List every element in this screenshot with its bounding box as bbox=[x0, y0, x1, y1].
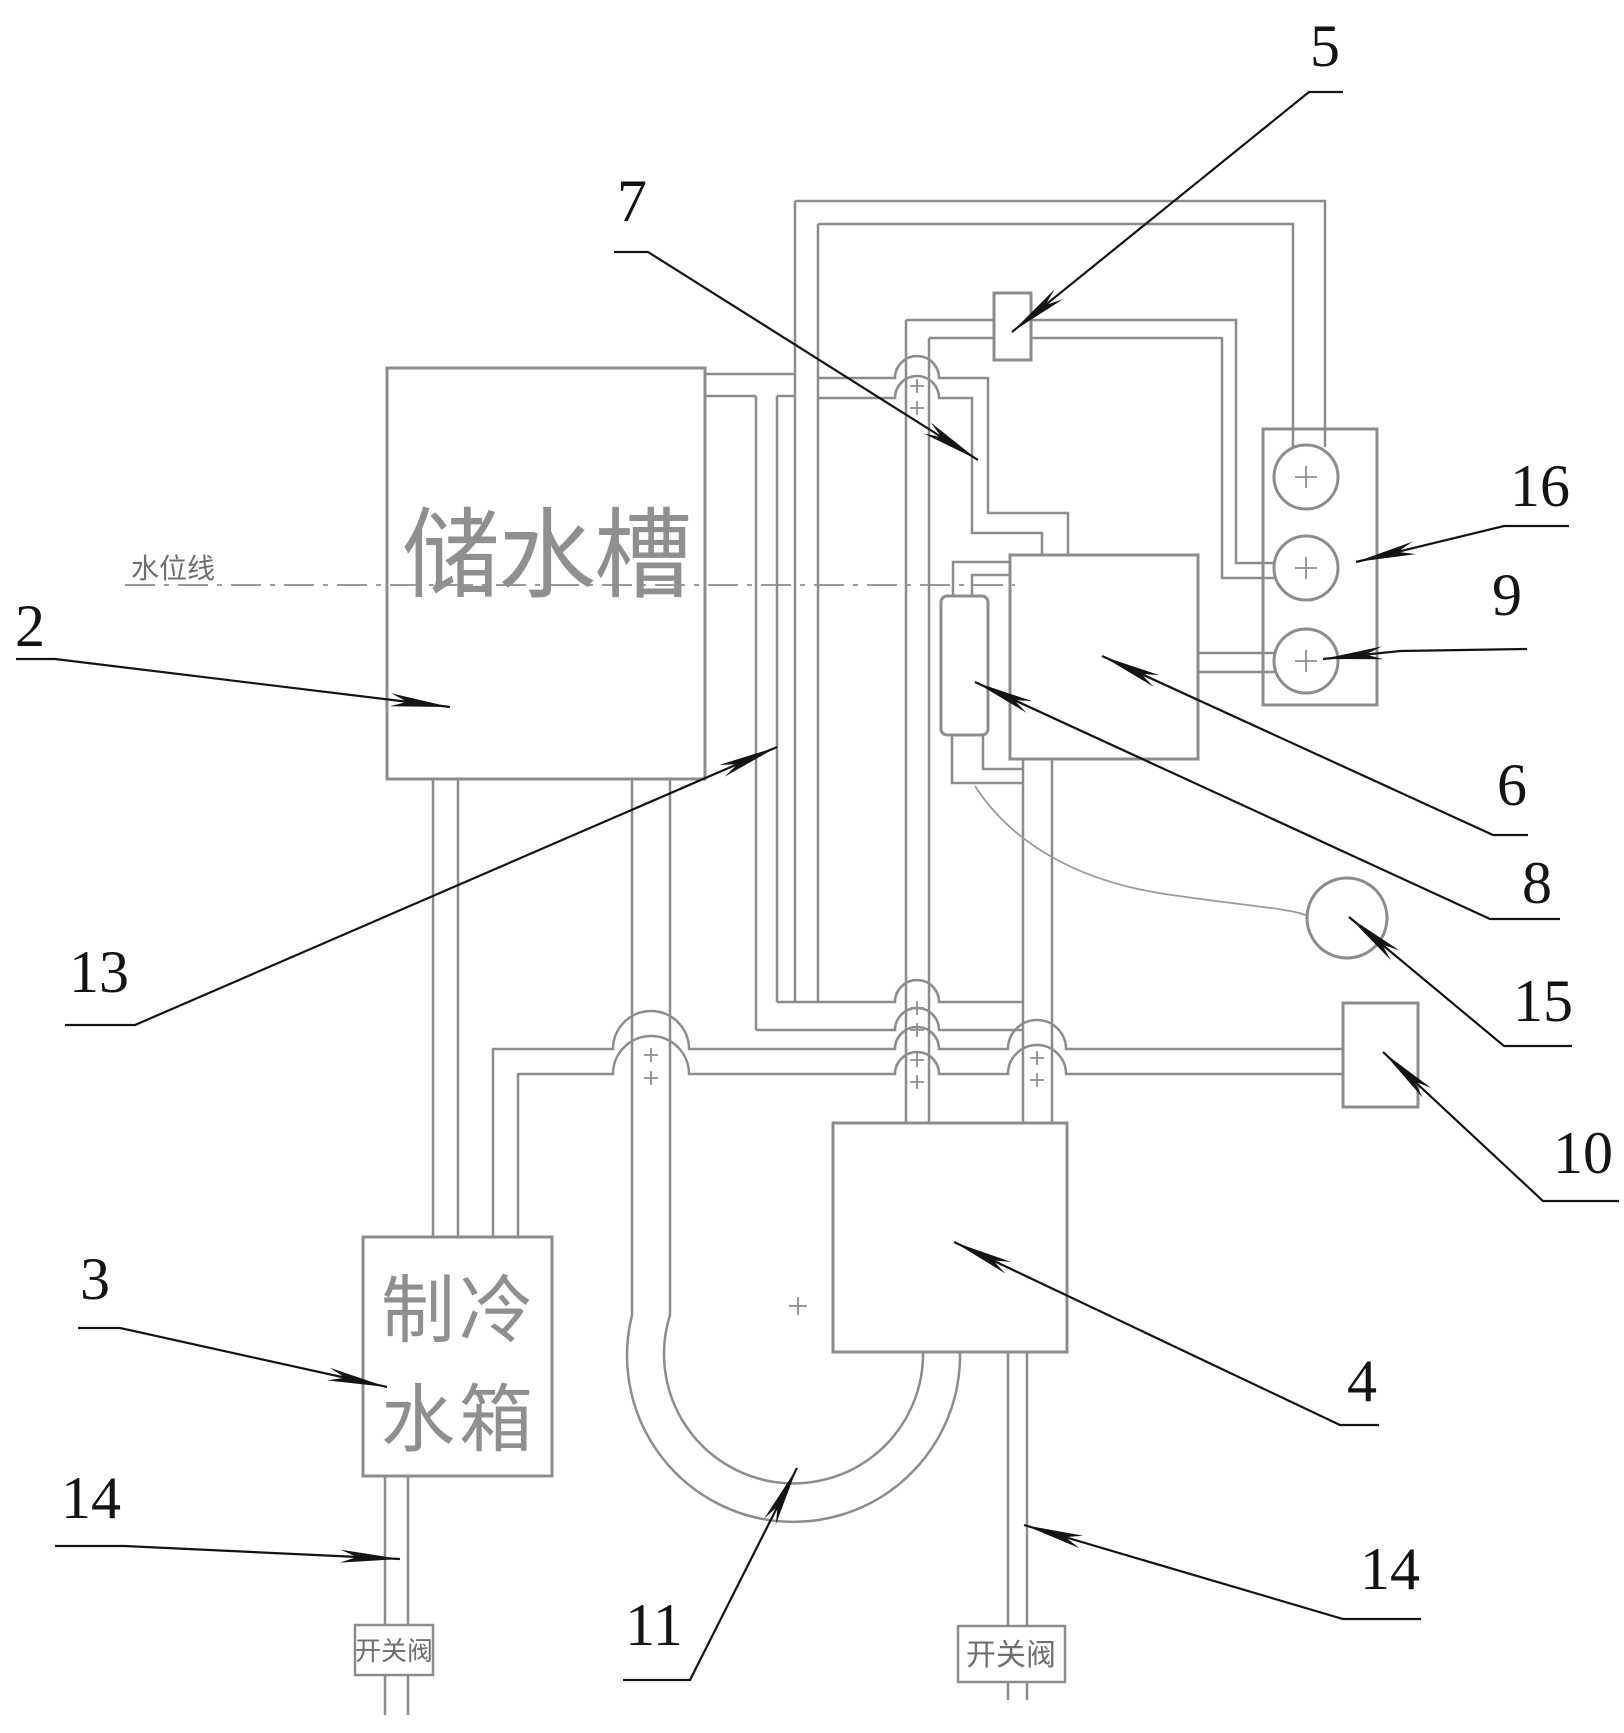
pipe-a-top bbox=[777, 978, 1023, 1004]
plus-marker-icon bbox=[1030, 1051, 1044, 1065]
pipe-8-bottom-outer bbox=[950, 735, 1023, 785]
leader-9 bbox=[1322, 646, 1528, 661]
plus-marker-icon bbox=[910, 1053, 924, 1067]
callout-10: 10 bbox=[1553, 1120, 1613, 1186]
leader-2 bbox=[16, 657, 451, 709]
valve-left-label: 开关阀 bbox=[355, 1637, 433, 1667]
leader-13 bbox=[65, 745, 778, 1027]
plus-marker-icon bbox=[1295, 557, 1317, 579]
inline-component-8 bbox=[939, 594, 990, 737]
plus-marker-icon bbox=[644, 1071, 658, 1085]
callout-leaders bbox=[16, 90, 1619, 1682]
callout-14-left: 14 bbox=[61, 1465, 121, 1531]
callout-9: 9 bbox=[1492, 562, 1522, 628]
callout-numbers: 2 7 5 16 9 6 8 15 10 4 13 3 14 11 14 bbox=[15, 13, 1613, 1658]
cooling-tank-label-line2: 水箱 bbox=[381, 1377, 537, 1463]
leader-10 bbox=[1382, 1051, 1619, 1203]
plus-marker-icon bbox=[1295, 650, 1317, 672]
leader-11 bbox=[623, 1467, 798, 1682]
cooling-tank-box bbox=[361, 1235, 554, 1478]
callout-5: 5 bbox=[1310, 13, 1340, 79]
leader-15 bbox=[1348, 916, 1572, 1048]
component-boxes bbox=[361, 366, 1420, 1478]
leader-14-left bbox=[55, 1544, 401, 1563]
leader-16 bbox=[1355, 524, 1569, 564]
callout-16: 16 bbox=[1510, 453, 1570, 519]
valve-right-label: 开关阀 bbox=[966, 1638, 1056, 1673]
callout-15: 15 bbox=[1513, 968, 1573, 1034]
callout-13: 13 bbox=[69, 939, 129, 1005]
storage-tank-label: 储水槽 bbox=[402, 499, 690, 613]
pipe-8-top-inner bbox=[970, 573, 1010, 596]
inline-components bbox=[353, 291, 1389, 1684]
pipe-top-loop-outer bbox=[795, 199, 1327, 447]
callout-6: 6 bbox=[1497, 752, 1527, 818]
callout-7: 7 bbox=[617, 168, 647, 234]
arc-center-marker-icon bbox=[789, 1297, 807, 1315]
component-circle-15 bbox=[1305, 876, 1389, 960]
callout-8: 8 bbox=[1522, 850, 1552, 916]
plus-marker-icon bbox=[910, 1001, 924, 1015]
port-circles-box-16 bbox=[1261, 427, 1379, 707]
pipe-8-bottom-inner bbox=[981, 735, 1023, 771]
valve-box-left bbox=[353, 1623, 435, 1677]
leader-6 bbox=[1101, 654, 1528, 837]
capillary-curve bbox=[974, 785, 1309, 917]
leader-14-right bbox=[1023, 1523, 1421, 1621]
leader-3 bbox=[78, 1326, 388, 1389]
pipe-7-outer bbox=[818, 354, 1070, 555]
pipe-5-top bbox=[906, 318, 1277, 565]
pipe-a-bottom bbox=[756, 1006, 1023, 1032]
plus-marker-icon bbox=[910, 1023, 924, 1037]
cooling-tank-label-line1: 制冷 bbox=[381, 1268, 537, 1354]
plus-marker-icon bbox=[1030, 1073, 1044, 1087]
plus-marker-icon bbox=[644, 1048, 658, 1062]
component-box-10 bbox=[1341, 1001, 1420, 1109]
leader-4 bbox=[953, 1241, 1379, 1427]
pipe-b-top bbox=[491, 1009, 1343, 1237]
pipe-b-bottom bbox=[516, 1034, 1343, 1237]
leader-5 bbox=[1011, 90, 1343, 333]
plus-marker-icon bbox=[910, 379, 924, 393]
callout-4: 4 bbox=[1347, 1348, 1377, 1414]
crossing-markers bbox=[644, 379, 1317, 1315]
leader-8 bbox=[974, 681, 1560, 921]
callout-14-right: 14 bbox=[1360, 1536, 1420, 1602]
plus-marker-icon bbox=[910, 401, 924, 415]
component-box-6 bbox=[1008, 553, 1200, 761]
water-level-label: 水位线 bbox=[131, 552, 215, 585]
pipe-network bbox=[383, 199, 1343, 1715]
callout-2: 2 bbox=[15, 593, 45, 659]
pipe-top-loop-inner bbox=[818, 222, 1295, 447]
pipe-5-bottom bbox=[929, 336, 1277, 580]
callout-11: 11 bbox=[625, 1592, 683, 1658]
callout-3: 3 bbox=[80, 1246, 110, 1312]
u-pipe-inner bbox=[662, 779, 925, 1485]
pipe-8-top-outer bbox=[951, 560, 1010, 596]
pipe-7-inner bbox=[818, 374, 1044, 555]
component-box-4 bbox=[831, 1121, 1069, 1354]
valve-box-right bbox=[956, 1624, 1067, 1684]
leader-7 bbox=[614, 250, 979, 461]
inline-component-5 bbox=[992, 291, 1033, 362]
plus-marker-icon bbox=[910, 1075, 924, 1089]
plus-marker-icon bbox=[1295, 466, 1317, 488]
storage-tank-box bbox=[385, 366, 707, 781]
